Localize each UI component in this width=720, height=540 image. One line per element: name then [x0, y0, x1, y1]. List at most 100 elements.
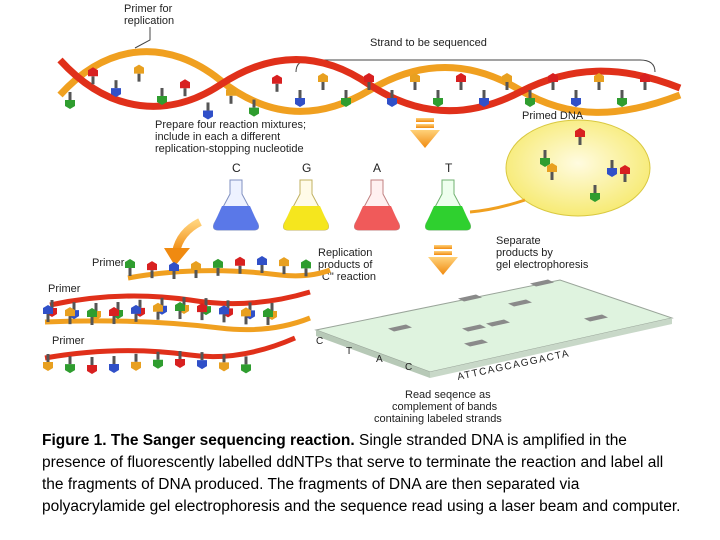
nucleotide-icon [410, 73, 420, 90]
separate-products-label-2: products by [496, 247, 553, 259]
primer-for-replication-label-1: Primer for [124, 3, 173, 15]
primer-pointer-line [134, 27, 151, 49]
nucleotide-icon [169, 261, 179, 279]
nucleotide-icon [43, 354, 53, 371]
nucleotide-icon [548, 73, 558, 90]
nucleotide-icon [109, 307, 119, 325]
primed-dna-bubble [505, 119, 651, 217]
nucleotide-icon [607, 160, 617, 177]
nucleotide-icon [575, 128, 585, 145]
nucleotide-icon [620, 165, 630, 182]
nucleotide-icon [364, 73, 374, 90]
nucleotide-icon [131, 353, 141, 371]
nucleotide-icon [111, 80, 121, 98]
separate-products-label-1: Separate [496, 235, 541, 247]
gel-bands [388, 279, 608, 347]
lane-label-c1: C [316, 336, 323, 347]
gel-band [530, 279, 554, 287]
down-arrow-icon [410, 118, 440, 148]
nucleotide-icon [547, 163, 557, 180]
nucleotide-label-g: G [302, 161, 311, 175]
nucleotide-icon [594, 73, 604, 90]
primer-label-2: Primer [48, 283, 81, 295]
prepare-label-1: Prepare four reaction mixtures; [155, 119, 306, 131]
bubble-connector [469, 198, 526, 214]
nucleotide-icon [153, 351, 163, 369]
nucleotide-icon [263, 307, 273, 325]
primer-label-3: Primer [52, 335, 85, 347]
gel-band [462, 324, 486, 332]
bubble-nucleotides [540, 128, 630, 202]
nucleotide-icon [180, 79, 190, 97]
nucleotide-icon [502, 73, 512, 90]
nucleotide-icon [219, 354, 229, 372]
primer-for-replication-label-2: replication [124, 15, 174, 27]
nucleotide-icon [109, 356, 119, 374]
nucleotide-icon [157, 87, 167, 105]
nucleotide-icon [301, 259, 311, 277]
separate-products-label-3: gel electrophoresis [496, 259, 589, 271]
nucleotide-icon [65, 307, 75, 325]
flask-icon-c [213, 179, 259, 231]
read-sequence-label-2: complement of bands [392, 401, 498, 413]
nucleotide-label-t: T [445, 161, 453, 175]
nucleotide-icon [341, 90, 351, 107]
prepare-label-3: replication-stopping nucleotide [155, 143, 304, 155]
nucleotide-icon [295, 90, 305, 107]
nucleotide-icon [134, 64, 144, 82]
lane-label-c2: C [405, 362, 412, 373]
nucleotide-label-c: C [232, 161, 241, 175]
nucleotide-icon [125, 259, 135, 276]
nucleotide-icon [249, 99, 259, 117]
replication-products-label-2: products of [318, 259, 373, 271]
gel-band [486, 319, 510, 327]
nucleotide-icon [191, 261, 201, 279]
nucleotide-icon [235, 256, 245, 274]
strand-bracket [295, 59, 656, 73]
nucleotide-label-a: A [373, 161, 381, 175]
lane-label-t: T [346, 346, 352, 357]
strand-to-be-sequenced-label: Strand to be sequenced [370, 37, 487, 49]
nucleotide-icon [318, 73, 328, 90]
figure-caption: Figure 1. The Sanger sequencing reaction… [42, 430, 682, 518]
curved-arrow-icon [164, 218, 202, 266]
caption-title: Figure 1. The Sanger sequencing reaction… [42, 432, 355, 449]
nucleotide-icon [571, 90, 581, 107]
nucleotide-icon [226, 86, 236, 104]
nucleotide-icon [153, 302, 163, 320]
nucleotide-icon [131, 304, 141, 322]
nucleotide-icon [175, 302, 185, 320]
gel-band [464, 339, 488, 347]
gel-band [458, 294, 482, 302]
nucleotide-icon [540, 150, 550, 167]
primed-dna-label: Primed DNA [522, 110, 584, 122]
nucleotide-icon [219, 305, 229, 323]
nucleotide-icon [433, 90, 443, 107]
down-arrow-icon-2 [428, 245, 458, 275]
nucleotide-icon [88, 67, 98, 85]
primer-label-1: Primer [92, 257, 125, 269]
prepare-label-2: include in each a different [155, 131, 280, 143]
gel-band [584, 314, 608, 322]
gel-band [388, 324, 412, 332]
lane-label-a: A [376, 354, 383, 365]
caption-body: Single stranded DNA is amplified in the … [42, 432, 681, 515]
nucleotide-icon [617, 90, 627, 107]
helix-nucleotides [65, 64, 650, 120]
replication-strands [44, 267, 331, 361]
replication-products-label-1: Replication [318, 247, 372, 259]
read-sequence-label-1: Read seqence as [405, 389, 491, 401]
nucleotide-icon [241, 356, 251, 374]
nucleotide-icon [87, 356, 97, 374]
nucleotide-icon [525, 90, 535, 107]
nucleotide-icon [213, 258, 223, 276]
nucleotide-icon [387, 90, 397, 107]
flask-icon-g [283, 179, 329, 231]
nucleotide-icon [272, 74, 282, 92]
nucleotide-icon [65, 356, 75, 374]
nucleotide-icon [241, 307, 251, 325]
read-sequence-label-3: containing labeled strands [374, 413, 502, 425]
nucleotide-icon [479, 90, 489, 107]
nucleotide-icon [257, 256, 267, 274]
nucleotide-icon [175, 351, 185, 369]
